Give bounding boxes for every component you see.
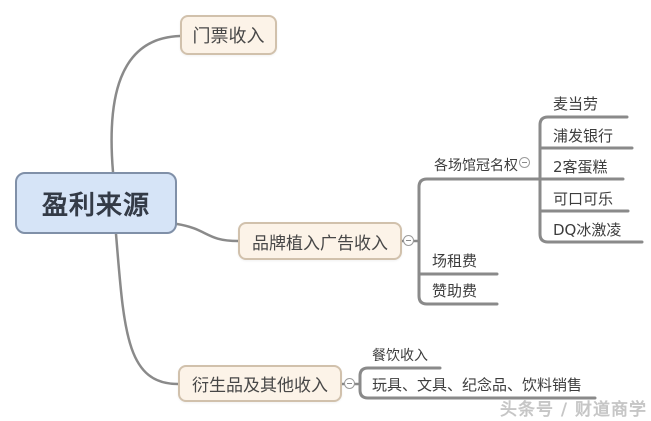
minus-icon bbox=[522, 162, 527, 163]
node-sponsor-2ke-cake[interactable]: 2客蛋糕 bbox=[553, 158, 608, 176]
node-ticket-income[interactable]: 门票收入 bbox=[180, 15, 277, 55]
node-sponsorship-fee[interactable]: 赞助费 bbox=[432, 282, 478, 300]
node-brand-ad-income[interactable]: 品牌植入广告收入 bbox=[238, 222, 402, 260]
node-derivative-income[interactable]: 衍生品及其他收入 bbox=[178, 365, 342, 402]
collapse-toggle-venue-naming[interactable] bbox=[519, 157, 530, 168]
node-sponsor-dq-icecream[interactable]: DQ冰激凌 bbox=[553, 221, 622, 239]
connector-root-to-ticket bbox=[110, 34, 182, 174]
node-catering-income[interactable]: 餐饮收入 bbox=[372, 348, 428, 364]
connector-root-to-brand bbox=[175, 222, 240, 243]
node-sponsor-cocacola[interactable]: 可口可乐 bbox=[553, 190, 614, 208]
connector-root-to-derivative bbox=[114, 232, 180, 386]
bracket-brand-children bbox=[417, 177, 542, 306]
node-venue-rental-fee[interactable]: 场租费 bbox=[432, 252, 478, 270]
minus-icon bbox=[347, 383, 352, 384]
node-sponsor-spd-bank[interactable]: 浦发银行 bbox=[553, 127, 614, 145]
root-node-profit-sources[interactable]: 盈利来源 bbox=[15, 172, 177, 234]
node-merchandise-sales[interactable]: 玩具、文具、纪念品、饮料销售 bbox=[372, 376, 583, 394]
node-sponsor-mcdonalds[interactable]: 麦当劳 bbox=[553, 95, 599, 113]
collapse-toggle-derivative[interactable] bbox=[344, 378, 355, 389]
bracket-derivative-children bbox=[358, 366, 597, 400]
watermark-toutiao-caidao: 头条号 / 财道商学 bbox=[499, 400, 647, 420]
minus-icon bbox=[406, 240, 411, 241]
node-venue-naming-rights[interactable]: 各场馆冠名权 bbox=[434, 158, 518, 174]
collapse-toggle-brand[interactable] bbox=[403, 235, 414, 246]
